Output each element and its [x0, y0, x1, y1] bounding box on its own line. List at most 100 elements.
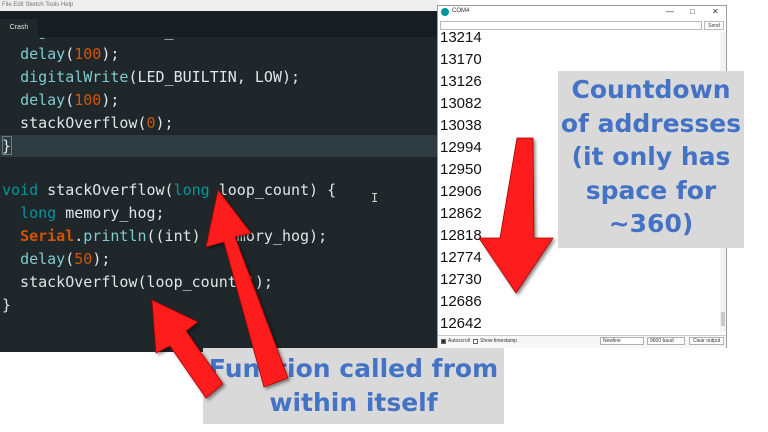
ide-tabbar: Crash [0, 11, 438, 37]
maximize-icon[interactable]: □ [690, 7, 695, 16]
serial-line: 12686 [440, 293, 482, 310]
code-text [2, 91, 20, 109]
serial-line: 12950 [440, 161, 482, 178]
callout-line: Function called from [208, 354, 499, 383]
code-text [2, 227, 20, 245]
code-function: delay [20, 91, 66, 109]
code-number: 100 [74, 45, 102, 63]
code-line-4: stackOverflow(0); [2, 114, 174, 132]
code-type: long [173, 181, 210, 199]
serial-bottom-bar: Autoscroll Show timestamp Newline 9600 b… [438, 335, 726, 348]
timestamp-checkbox[interactable] [473, 339, 478, 344]
serial-titlebar: COM4 — □ ✕ [438, 6, 726, 20]
code-text [2, 45, 20, 63]
current-line-highlight [0, 135, 438, 157]
arduino-ide: File Edit Sketch Tools Help Crash digita… [0, 0, 438, 352]
code-text [2, 250, 20, 268]
autoscroll-label: Autoscroll [448, 338, 470, 344]
code-number: 1 [245, 273, 255, 291]
code-text: stackOverflow(loop_count+ [2, 273, 246, 291]
serial-line: 12730 [440, 271, 482, 288]
serial-line: 13038 [440, 117, 482, 134]
code-text: . [74, 227, 84, 245]
code-text: ); [101, 45, 120, 63]
brace-match-box [2, 136, 12, 155]
clear-output-button[interactable]: Clear output [689, 337, 724, 345]
callout-line: within itself [269, 388, 438, 417]
code-text [2, 68, 20, 86]
send-button[interactable]: Send [704, 21, 724, 30]
autoscroll-checkbox[interactable] [441, 339, 446, 344]
code-text: memory_hog; [56, 204, 165, 222]
callout-line: of addresses [560, 108, 742, 138]
callout-line: (it only has [571, 142, 731, 171]
code-number: 100 [74, 91, 102, 109]
code-text: stackOverflow( [2, 114, 147, 132]
code-line-7: void stackOverflow(long loop_count) { [2, 181, 336, 199]
countdown-callout: Countdown of addresses (it only has spac… [558, 71, 744, 248]
serial-line: 12906 [440, 183, 482, 200]
code-function: digitalWrite [20, 68, 129, 86]
code-class: Serial [20, 227, 75, 245]
code-line-12: } [2, 296, 11, 314]
code-text [2, 38, 20, 40]
serial-line: 12818 [440, 227, 482, 244]
serial-line: 12862 [440, 205, 482, 222]
code-text: ); [155, 114, 174, 132]
ide-menubar[interactable]: File Edit Sketch Tools Help [0, 0, 438, 11]
minimize-icon[interactable]: — [666, 7, 674, 16]
tab-crash[interactable]: Crash [0, 19, 38, 37]
code-line-1: delay(100); [2, 45, 119, 63]
arduino-app-icon [441, 8, 449, 16]
line-ending-select[interactable]: Newline [600, 337, 644, 345]
code-text: } [2, 296, 12, 314]
recursion-callout: Function called from within itself [203, 348, 504, 424]
code-function: delay [20, 45, 66, 63]
code-text: ((int) &memory_hog); [146, 227, 328, 245]
code-line-10: delay(50); [2, 250, 110, 268]
callout-line: ~360) [608, 209, 694, 238]
code-editor[interactable]: digitalWrite(LED_BUILTIN, HIGH); delay(1… [0, 0, 438, 352]
code-function: digitalWrite [20, 22, 129, 40]
code-function: delay [20, 250, 66, 268]
close-icon[interactable]: ✕ [712, 7, 719, 16]
code-text: } [2, 137, 12, 155]
code-text: ( [65, 91, 75, 109]
code-function: println [83, 227, 147, 245]
serial-output: 13214 13170 13126 13082 13038 12994 1295… [440, 32, 722, 334]
code-text: ); [101, 91, 120, 109]
code-keyword: void [2, 181, 39, 199]
code-text: loop_count) { [209, 181, 337, 199]
code-text: (LED_BUILTIN, LOW); [128, 68, 301, 86]
serial-line: 13170 [440, 51, 482, 68]
serial-send-input[interactable] [440, 21, 702, 30]
code-text: ); [254, 273, 273, 291]
serial-line: 12642 [440, 315, 482, 332]
serial-line: 12994 [440, 139, 482, 156]
code-number: 50 [74, 250, 93, 268]
code-line-5: } [2, 137, 11, 155]
code-line-3: delay(100); [2, 91, 119, 109]
code-text: (LED_BUILTIN, HIGH); [128, 22, 310, 40]
serial-line: 13126 [440, 73, 482, 90]
timestamp-label: Show timestamp [480, 338, 517, 344]
callout-line: space for [585, 175, 717, 205]
text-cursor-icon: I [371, 191, 379, 205]
serial-line: 13082 [440, 95, 482, 112]
code-text: ( [65, 250, 75, 268]
code-line-9: Serial.println((int) &memory_hog); [2, 227, 327, 245]
code-line-8: long memory_hog; [2, 204, 165, 222]
serial-line: 13214 [440, 32, 482, 46]
scrollbar-thumb[interactable] [721, 312, 725, 326]
code-line-11: stackOverflow(loop_count+1); [2, 273, 273, 291]
code-line-0: digitalWrite(LED_BUILTIN, HIGH); [2, 22, 310, 40]
code-text [2, 204, 20, 222]
serial-title: COM4 [452, 8, 470, 14]
code-line-2: digitalWrite(LED_BUILTIN, LOW); [2, 68, 300, 86]
code-type: long [20, 204, 57, 222]
code-number: 0 [146, 114, 156, 132]
code-text: ( [65, 45, 75, 63]
baud-select[interactable]: 9600 baud [647, 337, 685, 345]
callout-line: Countdown [571, 75, 731, 104]
code-text: stackOverflow( [38, 181, 174, 199]
